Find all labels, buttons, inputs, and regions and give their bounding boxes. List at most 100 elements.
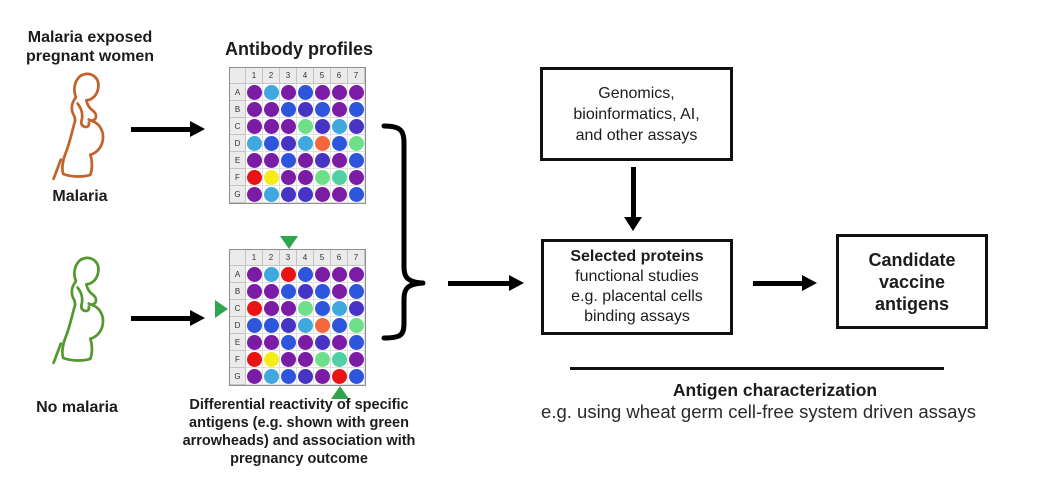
selected-proteins-line: functional studies bbox=[575, 268, 699, 285]
plate-well bbox=[280, 300, 297, 317]
well-dot bbox=[246, 186, 262, 202]
well-dot bbox=[246, 169, 262, 185]
well-dot bbox=[331, 334, 347, 350]
selected-proteins-line: e.g. placental cells bbox=[571, 288, 703, 305]
well-dot bbox=[331, 101, 347, 117]
plate-well bbox=[246, 135, 263, 152]
plate-well bbox=[297, 84, 314, 101]
well-dot bbox=[314, 283, 330, 299]
selected-proteins-box: Selected proteins functional studies e.g… bbox=[541, 239, 733, 335]
plate-well bbox=[297, 283, 314, 300]
plate-well bbox=[331, 368, 348, 385]
plate-well bbox=[263, 135, 280, 152]
well-dot bbox=[314, 186, 330, 202]
plate-well bbox=[297, 300, 314, 317]
differential-reactivity-caption: Differential reactivity of specific anti… bbox=[150, 396, 448, 468]
plate-row-label: B bbox=[230, 283, 246, 300]
plate-row-label: D bbox=[230, 135, 246, 152]
woman-skirt-stroke bbox=[61, 119, 94, 178]
plate-well bbox=[280, 186, 297, 203]
plate-well bbox=[246, 368, 263, 385]
plate-well bbox=[246, 84, 263, 101]
well-dot bbox=[280, 283, 296, 299]
plate-well bbox=[263, 266, 280, 283]
plate-well bbox=[331, 152, 348, 169]
plate-well bbox=[331, 169, 348, 186]
woman-skirt-stroke bbox=[61, 303, 94, 362]
exposed-women-line2: pregnant women bbox=[25, 48, 154, 65]
plate-well bbox=[314, 266, 331, 283]
plate-well bbox=[280, 118, 297, 135]
plate-corner bbox=[230, 250, 246, 266]
arrow-shaft bbox=[131, 126, 192, 132]
well-dot bbox=[280, 84, 296, 100]
caption-line: arrowheads) and association with bbox=[182, 433, 416, 449]
plate-well bbox=[263, 368, 280, 385]
well-dot bbox=[246, 118, 262, 134]
well-dot bbox=[331, 300, 347, 316]
plate-well bbox=[297, 368, 314, 385]
woman-head-stroke bbox=[79, 256, 100, 286]
well-dot bbox=[348, 351, 364, 367]
plate-well bbox=[246, 186, 263, 203]
well-dot bbox=[280, 135, 296, 151]
plate-well bbox=[297, 186, 314, 203]
plate-well bbox=[348, 135, 365, 152]
well-dot bbox=[246, 300, 262, 316]
plate-well bbox=[246, 169, 263, 186]
plate-well bbox=[263, 186, 280, 203]
well-dot bbox=[348, 266, 364, 282]
plate-well bbox=[331, 101, 348, 118]
pregnant-woman-malaria-icon bbox=[52, 72, 105, 181]
well-dot bbox=[263, 101, 279, 117]
well-dot bbox=[280, 334, 296, 350]
plate-well bbox=[246, 283, 263, 300]
well-dot bbox=[348, 118, 364, 134]
plate-well bbox=[331, 351, 348, 368]
arrow-head bbox=[190, 310, 205, 326]
plate-well bbox=[297, 135, 314, 152]
plate-well bbox=[314, 317, 331, 334]
plate-well bbox=[263, 300, 280, 317]
no-malaria-label: No malaria bbox=[36, 399, 118, 416]
plate-well bbox=[297, 266, 314, 283]
plate-well bbox=[314, 169, 331, 186]
well-dot bbox=[280, 118, 296, 134]
plate-well bbox=[280, 101, 297, 118]
well-dot bbox=[348, 169, 364, 185]
plate-col-label: 1 bbox=[246, 68, 263, 84]
arrow-selected-to-candidate bbox=[753, 275, 817, 291]
plate-row-label: A bbox=[230, 266, 246, 283]
plate-well bbox=[314, 118, 331, 135]
plate-row-label: G bbox=[230, 186, 246, 203]
well-dot bbox=[314, 84, 330, 100]
genomics-line: Genomics, bbox=[598, 84, 675, 102]
plate-row-label: C bbox=[230, 300, 246, 317]
well-dot bbox=[246, 101, 262, 117]
woman-belly-stroke bbox=[89, 119, 105, 157]
well-dot bbox=[331, 186, 347, 202]
plate-well bbox=[348, 317, 365, 334]
plate-well bbox=[263, 317, 280, 334]
well-dot bbox=[263, 84, 279, 100]
woman-arm-stroke bbox=[76, 102, 91, 129]
well-dot bbox=[314, 368, 330, 384]
well-dot bbox=[331, 84, 347, 100]
well-dot bbox=[348, 186, 364, 202]
plate-col-label: 5 bbox=[314, 250, 331, 266]
plate-col-label: 3 bbox=[280, 68, 297, 84]
plate-well bbox=[314, 368, 331, 385]
well-dot bbox=[331, 266, 347, 282]
well-dot bbox=[280, 317, 296, 333]
plate-well bbox=[246, 351, 263, 368]
plate-well bbox=[348, 266, 365, 283]
well-dot bbox=[263, 334, 279, 350]
well-dot bbox=[263, 351, 279, 367]
plate-well bbox=[314, 283, 331, 300]
plate-col-label: 4 bbox=[297, 68, 314, 84]
plate-well bbox=[246, 266, 263, 283]
well-dot bbox=[331, 169, 347, 185]
plate-well bbox=[348, 351, 365, 368]
well-dot bbox=[246, 334, 262, 350]
